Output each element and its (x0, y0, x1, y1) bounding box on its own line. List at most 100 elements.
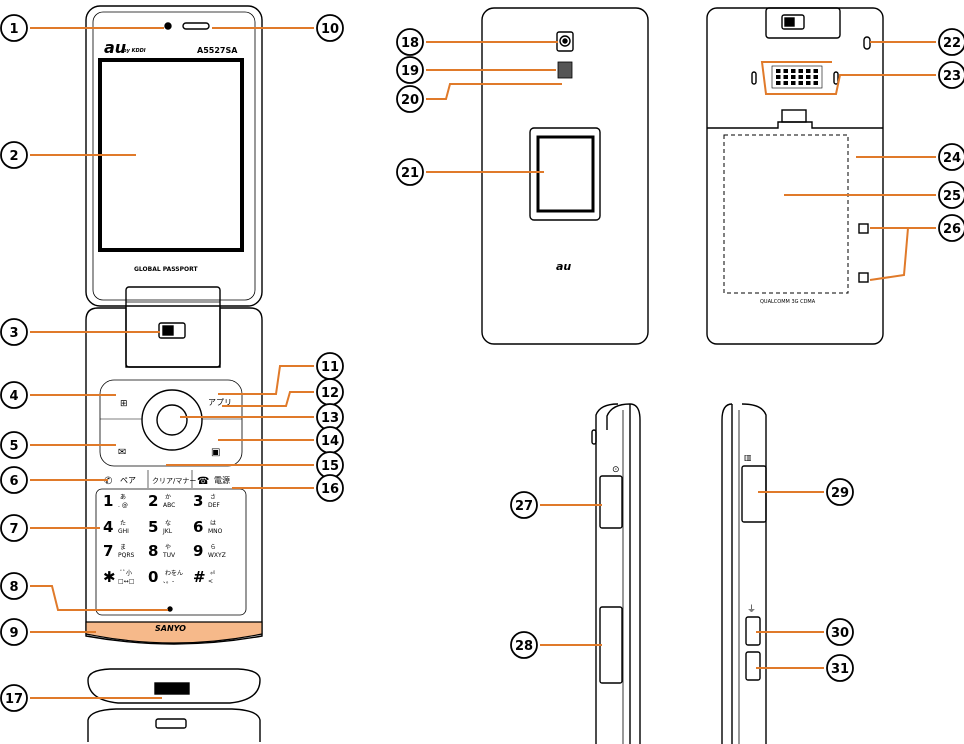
key-kana: な (165, 520, 171, 527)
key-letters: PQRS (118, 552, 135, 559)
callout-number: 3 (9, 326, 18, 341)
hinge-switch-knob (163, 326, 173, 335)
key-digit: 8 (148, 542, 158, 560)
callout-number: 20 (401, 93, 419, 108)
microphone-hole (168, 607, 172, 611)
side-button-lower (746, 652, 760, 680)
center-key (157, 405, 187, 435)
circled-7-icon: 7 (1, 515, 27, 541)
sub-display-frame (530, 128, 600, 220)
side-key-lower (600, 607, 622, 683)
strap-hole (864, 37, 870, 49)
key-kana: わをん (165, 570, 183, 577)
key-kana: ま (120, 544, 126, 551)
left-side-view (592, 404, 640, 744)
key-digit: 7 (103, 542, 113, 560)
earpiece-speaker (183, 23, 209, 29)
headset-icon: ⊙ (612, 465, 620, 475)
key-letters: MNO (208, 528, 223, 535)
callout-number: 29 (831, 486, 849, 501)
callout-number: 7 (9, 522, 18, 537)
key-kana: ら (210, 544, 216, 551)
battery-area (724, 135, 848, 293)
callout-number: 6 (9, 474, 18, 489)
callout-number: 18 (401, 36, 419, 51)
speaker-hole (784, 75, 789, 79)
outer-camera-lens-core (563, 39, 567, 43)
speaker-hole (791, 75, 796, 79)
key-kana: あ (120, 494, 126, 501)
memory-card-icon: ▥ (744, 453, 752, 462)
charge-terminal-lower (859, 273, 868, 282)
left-side-inner (607, 404, 630, 430)
circled-3-icon: 3 (1, 319, 27, 345)
circled-2-icon: 2 (1, 142, 27, 168)
key-digit: 5 (148, 518, 158, 536)
speaker-hole (806, 75, 811, 79)
qualcomm-label: QUALCOMM 3G CDMA (760, 299, 816, 305)
circled-23-icon: 23 (939, 62, 964, 88)
side-button-symbol-icon: ⏚ (747, 604, 756, 615)
charge-terminal-upper (859, 224, 868, 233)
closed-brand-logo: au (556, 260, 571, 273)
circled-22-icon: 22 (939, 29, 964, 55)
callout-number: 13 (321, 411, 339, 426)
end-call-icon: ☎ (197, 476, 209, 487)
callout-number: 31 (831, 662, 849, 677)
callout-number: 17 (5, 692, 23, 707)
circled-8-icon: 8 (1, 573, 27, 599)
mail-icon: ✉ (118, 447, 126, 458)
callout-number: 25 (943, 189, 961, 204)
leader-line (426, 84, 562, 99)
keypad-key: #⏎< (193, 568, 215, 586)
circled-24-icon: 24 (939, 144, 964, 170)
key-letters: TUV (162, 552, 176, 559)
key-letters: 、。- (163, 578, 174, 585)
closed-front-view (482, 8, 648, 344)
left-side-rear (630, 404, 640, 744)
callout-number: 4 (9, 389, 18, 404)
battery-cover (707, 122, 883, 128)
callout-number: 21 (401, 166, 419, 181)
back-hinge-switch-knob (785, 18, 794, 26)
circled-17-icon: 17 (1, 685, 27, 711)
circled-21-icon: 21 (397, 159, 423, 185)
circled-29-icon: 29 (827, 479, 853, 505)
left-side-outer (596, 404, 630, 744)
bottom-lower-edge (88, 709, 260, 742)
keypad-key: ✱ﾞﾟ小□↔□ (103, 568, 134, 586)
back-view (707, 8, 883, 344)
call-icon: ✆ (104, 476, 112, 487)
callout-number: 26 (943, 222, 961, 237)
phonebook-icon: ⊞ (120, 399, 128, 409)
brand-kddi-logo: by KDDI (123, 48, 146, 54)
callout-number: 14 (321, 434, 339, 449)
speaker-hole (776, 69, 781, 73)
speaker-hole (791, 81, 796, 85)
right-side-rear (722, 404, 732, 744)
callout-number: 1 (9, 22, 18, 37)
circled-26-icon: 26 (939, 215, 964, 241)
circled-16-icon: 16 (317, 475, 343, 501)
back-housing (707, 8, 883, 344)
front-camera (165, 23, 171, 29)
callout-number: 30 (831, 626, 849, 641)
speaker-hole (814, 69, 819, 73)
callout-number: 8 (9, 580, 18, 595)
bottom-slot (156, 719, 186, 728)
callout-number: 10 (321, 22, 339, 37)
memo-icon: ▣ (211, 447, 220, 458)
key-digit: 1 (103, 492, 113, 510)
callout-number: 19 (401, 64, 419, 79)
key-kana: や (165, 543, 171, 551)
callout-number: 28 (515, 639, 533, 654)
global-passport-logo: GLOBAL PASSPORT (134, 266, 198, 273)
circled-12-icon: 12 (317, 379, 343, 405)
key-digit: 9 (193, 542, 203, 560)
callout-number: 12 (321, 386, 339, 401)
key-digit: 3 (193, 492, 203, 510)
pair-key-label: ペア (120, 476, 136, 485)
